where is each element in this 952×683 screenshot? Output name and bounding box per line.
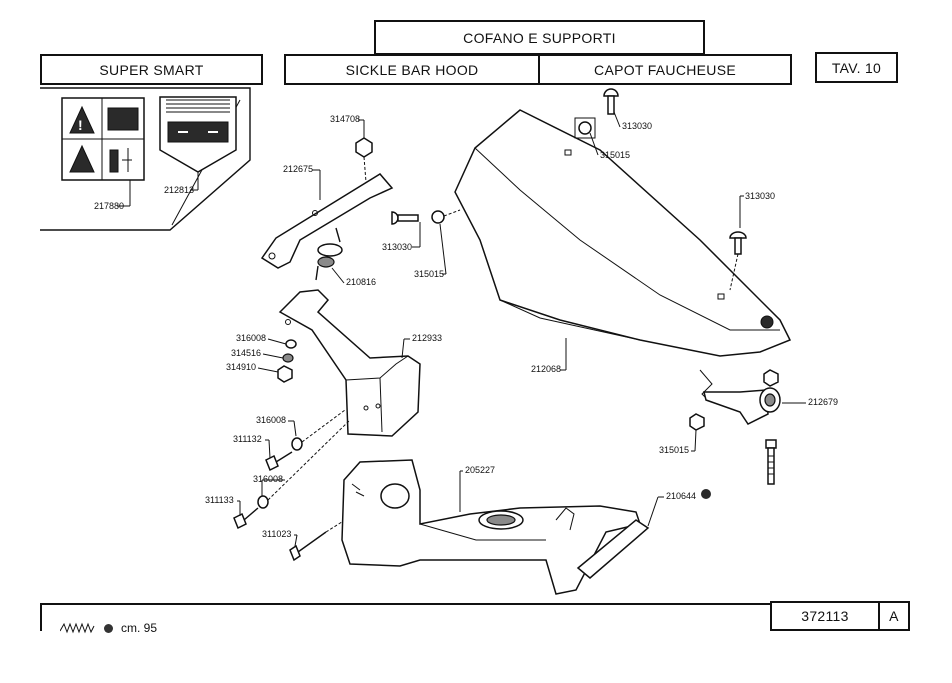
svg-text:!: ! [78, 117, 83, 133]
model-text: SUPER SMART [99, 61, 204, 78]
label-212675: 212675 [283, 164, 313, 174]
label-314516: 314516 [231, 348, 261, 358]
manual-icon [107, 107, 139, 131]
distance-icon [109, 149, 119, 173]
legend-text: cm. 95 [121, 621, 158, 635]
title-box: COFANO E SUPPORTI [374, 20, 705, 55]
bullet-dot-icon [701, 489, 711, 499]
label-313030-a: 313030 [382, 242, 412, 252]
hand-hazard-icon [69, 144, 95, 173]
bracket-212679 [703, 389, 769, 425]
bracket-212675 [260, 173, 394, 269]
label-212813: 212813 [164, 185, 194, 195]
washer-316008-c [257, 495, 269, 509]
label-315015-a: 315015 [414, 269, 444, 279]
label-311133: 311133 [205, 495, 234, 505]
bolt-313030-a [391, 211, 399, 225]
warning-triangle-icon [69, 105, 95, 134]
bolt-313030-b [603, 88, 619, 97]
label-316008-b: 316008 [256, 415, 286, 425]
support-212933 [278, 289, 421, 437]
label-205227: 205227 [465, 465, 495, 475]
nut-314910 [277, 365, 293, 383]
footer-legend: cm. 95 [60, 621, 157, 635]
nut-314708 [355, 137, 373, 158]
bullet-dot-icon [104, 623, 113, 633]
spring-icon [60, 622, 95, 634]
name-fr-text: CAPOT FAUCHEUSE [594, 61, 736, 78]
model-box: SUPER SMART [40, 54, 263, 85]
warning-decal: ! [61, 97, 145, 181]
revision-text: A [889, 608, 899, 624]
washer-316008-a [285, 339, 297, 349]
label-316008-c: 316008 [253, 474, 283, 484]
rubber-mount-210816 [315, 227, 343, 281]
revision-box: A [878, 601, 910, 631]
label-314910: 314910 [226, 362, 256, 372]
code-text: 372113 [801, 608, 849, 624]
label-311023: 311023 [262, 529, 291, 539]
label-315015-c: 315015 [659, 445, 689, 455]
knife-head-decal [159, 96, 237, 173]
washer-315015-c [689, 413, 705, 431]
plate-210644 [576, 519, 650, 579]
label-212679: 212679 [808, 397, 838, 407]
washer-315015-a [431, 210, 445, 224]
name-en-box: SICKLE BAR HOOD [284, 54, 540, 85]
footer-rule [40, 603, 908, 631]
table-box: TAV. 10 [815, 52, 898, 83]
lockwasher-314516 [282, 353, 294, 363]
label-212068: 212068 [531, 364, 561, 374]
label-314708: 314708 [330, 114, 360, 124]
washer-316008-b [291, 437, 303, 451]
label-315015-b: 315015 [600, 150, 630, 160]
bolt-311133 [233, 512, 247, 530]
label-210644: 210644 [666, 491, 696, 501]
label-217880: 217880 [94, 201, 124, 211]
title-text: COFANO E SUPPORTI [463, 29, 616, 46]
label-311132: 311132 [233, 434, 262, 444]
label-313030-b: 313030 [622, 121, 652, 131]
bolt-311023 [289, 544, 301, 562]
label-212933: 212933 [412, 333, 442, 343]
bolt-313030-c [729, 231, 747, 239]
frame-205227 [341, 459, 641, 595]
bolt-311132 [265, 454, 279, 472]
label-316008-a: 316008 [236, 333, 266, 343]
nut-212679 [763, 369, 779, 387]
table-text: TAV. 10 [831, 59, 882, 76]
code-box: 372113 [770, 601, 880, 631]
knife-head-icon [167, 121, 229, 143]
name-en-text: SICKLE BAR HOOD [345, 61, 479, 78]
name-fr-box: CAPOT FAUCHEUSE [538, 54, 792, 85]
stud-fitting [765, 439, 777, 485]
hood-212068 [454, 109, 792, 357]
washer-315015-b [578, 121, 592, 135]
label-210816: 210816 [346, 277, 376, 287]
label-313030-c: 313030 [745, 191, 775, 201]
